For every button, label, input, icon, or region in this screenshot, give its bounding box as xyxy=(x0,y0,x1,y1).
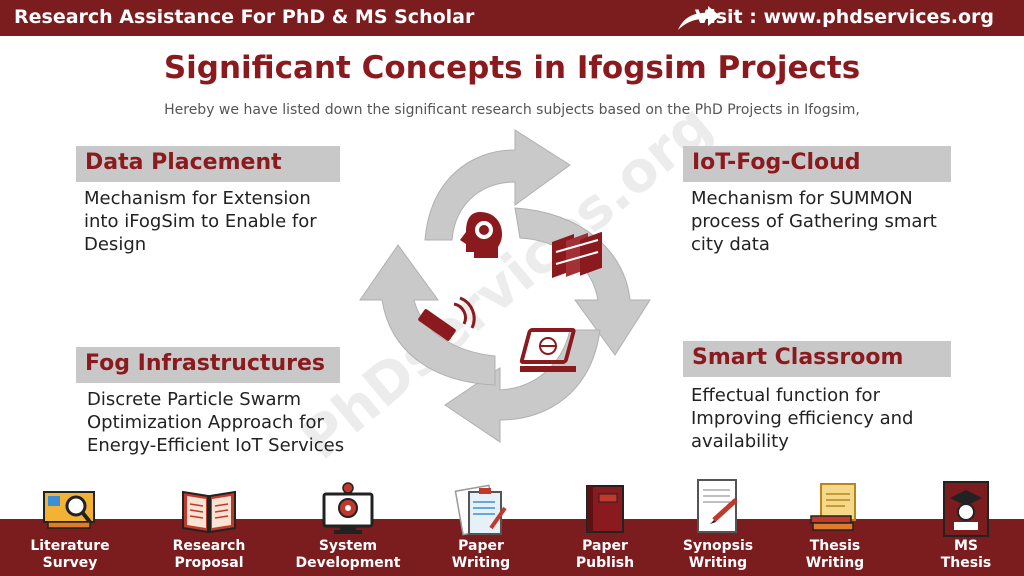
cycle-diagram xyxy=(359,129,651,443)
brand-text: Research Assistance For PhD & MS Scholar xyxy=(14,6,475,28)
service-ms-thesis[interactable]: MS Thesis xyxy=(896,478,1024,572)
curved-arrow-icon xyxy=(678,6,720,30)
service-label: Synopsis Writing xyxy=(682,538,754,571)
service-label: System Development xyxy=(295,538,401,571)
page-title: Significant Concepts in Ifogsim Projects xyxy=(163,50,861,86)
service-literature-survey[interactable]: Literature Survey xyxy=(0,478,140,572)
cycle-arrow-top xyxy=(424,129,571,241)
scroll-books-icon xyxy=(810,483,856,531)
service-research-proposal[interactable]: Research Proposal xyxy=(139,478,279,572)
visit-link[interactable]: Visit : www.phdservices.org xyxy=(694,6,994,28)
concept-description-iot-fog-cloud: Mechanism for SUMMON process of Gatherin… xyxy=(691,188,937,255)
service-paper-publish[interactable]: Paper Publish xyxy=(535,478,675,572)
service-paper-writing[interactable]: Paper Writing xyxy=(411,478,551,572)
top-bar: Research Assistance For PhD & MS Scholar… xyxy=(0,0,1024,36)
concept-heading-iot-fog-cloud: IoT-Fog-Cloud xyxy=(683,146,951,182)
concept-description-smart-classroom: Effectual function for Improving efficie… xyxy=(691,385,914,452)
computer-gear-icon xyxy=(322,482,374,534)
service-label: Thesis Writing xyxy=(805,538,865,571)
service-system-development[interactable]: System Development xyxy=(278,478,418,572)
brain-head-icon xyxy=(460,212,502,258)
cycle-arrow-left xyxy=(359,244,496,386)
service-synopsis-writing[interactable]: Synopsis Writing xyxy=(648,478,788,572)
service-label: Paper Writing xyxy=(451,538,511,571)
graduate-book-icon xyxy=(943,481,989,537)
page-subtitle: Hereby we have listed down the significa… xyxy=(164,102,860,118)
books-magnifier-icon xyxy=(43,491,95,529)
journal-icon xyxy=(586,485,624,533)
service-thesis-writing[interactable]: Thesis Writing xyxy=(765,478,905,572)
wifi-router-icon xyxy=(418,296,476,341)
concept-description-fog-infrastructures: Discrete Particle Swarm Optimization App… xyxy=(87,389,345,456)
concept-heading-fog-infrastructures: Fog Infrastructures xyxy=(76,347,340,383)
server-rack-icon xyxy=(552,231,602,278)
cycle-arrow-bottom xyxy=(444,329,601,443)
concept-heading-smart-classroom: Smart Classroom xyxy=(683,341,951,377)
service-label: Literature Survey xyxy=(30,538,110,571)
open-book-icon xyxy=(182,490,236,534)
service-label: MS Thesis xyxy=(940,538,992,571)
clipboard-pen-icon xyxy=(454,484,507,536)
paper-pen-icon xyxy=(697,479,738,533)
concept-heading-data-placement: Data Placement xyxy=(76,146,340,182)
service-label: Research Proposal xyxy=(172,538,246,571)
service-label: Paper Publish xyxy=(575,538,635,571)
concept-description-data-placement: Mechanism for Extension into iFogSim to … xyxy=(84,188,317,255)
laptop-globe-icon xyxy=(519,328,576,372)
